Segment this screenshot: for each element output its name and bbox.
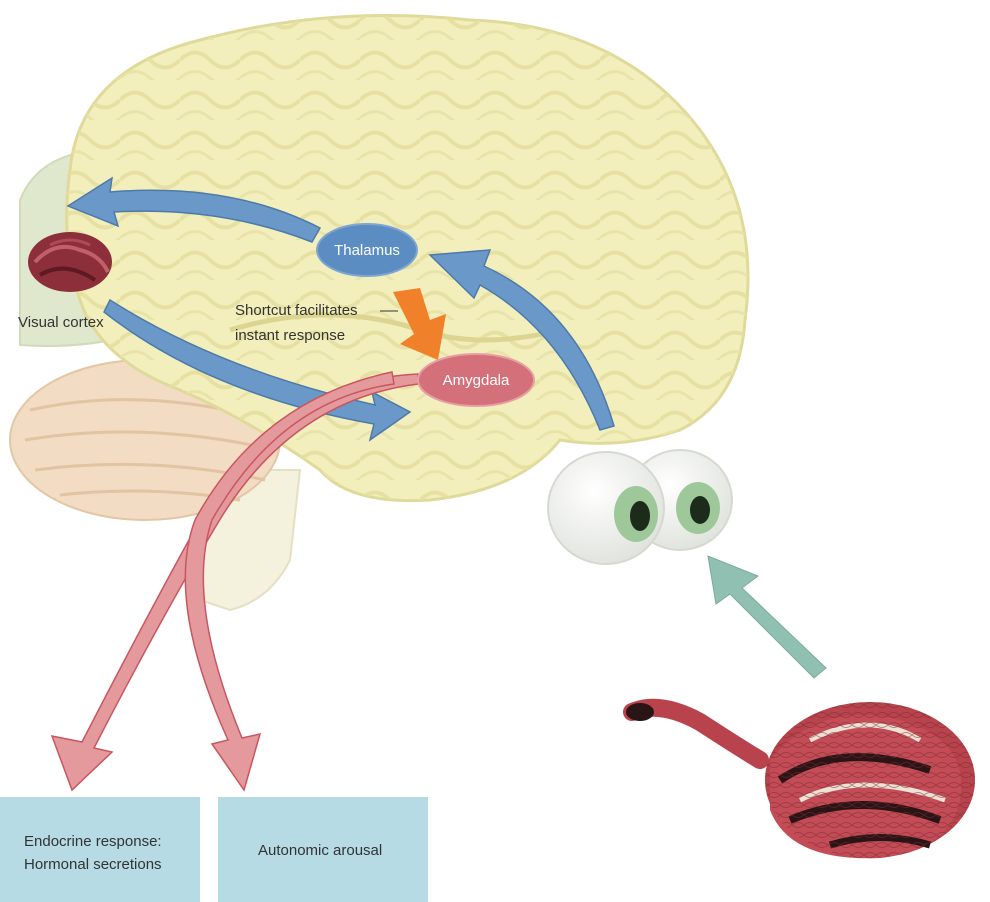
snake-figure bbox=[626, 702, 975, 858]
snake-to-eyes-arrow bbox=[708, 556, 826, 678]
endocrine-line2: Hormonal secretions bbox=[24, 856, 162, 873]
endocrine-line1: Endocrine response: bbox=[24, 833, 162, 850]
endocrine-response-box: Endocrine response: Hormonal secretions bbox=[0, 797, 200, 902]
autonomic-label: Autonomic arousal bbox=[258, 842, 382, 859]
visual-cortex-figure bbox=[28, 232, 112, 292]
thalamus-label: Thalamus bbox=[334, 242, 400, 259]
amygdala-label: Amygdala bbox=[443, 372, 510, 389]
thalamus-node: Thalamus bbox=[317, 224, 417, 276]
shortcut-note-line2: instant response bbox=[235, 327, 345, 344]
amygdala-node: Amygdala bbox=[418, 354, 534, 406]
eyes bbox=[548, 450, 732, 564]
autonomic-arousal-box: Autonomic arousal bbox=[218, 797, 428, 902]
visual-cortex-label: Visual cortex bbox=[18, 314, 104, 331]
shortcut-note-line1: Shortcut facilitates bbox=[235, 302, 358, 319]
